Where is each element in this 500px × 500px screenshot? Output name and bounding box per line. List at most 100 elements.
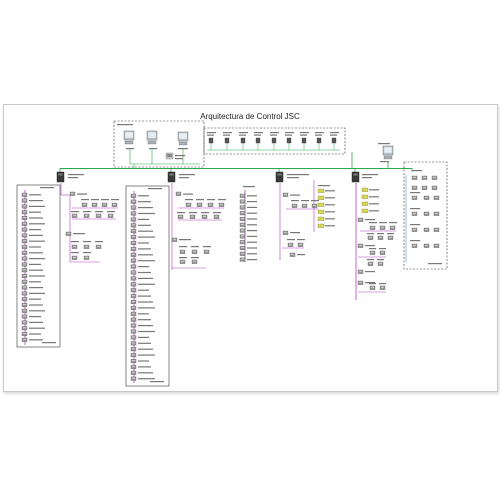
module-led-icon (241, 229, 244, 231)
module-led-icon (97, 245, 100, 247)
label-mark (81, 199, 89, 201)
io-module-icon (21, 320, 28, 325)
label-mark (247, 201, 257, 203)
label-mark (254, 134, 261, 136)
module-led-icon (241, 200, 244, 202)
label-mark (138, 201, 151, 203)
yellow-io-module-icon (361, 194, 369, 199)
module-led-icon (23, 327, 26, 329)
module-led-icon (23, 211, 26, 213)
module-led-icon (132, 342, 135, 344)
module-led-icon (132, 336, 135, 338)
label-mark (68, 177, 78, 179)
module-led-icon (289, 243, 292, 245)
module-led-icon (423, 186, 426, 188)
label-mark (138, 266, 149, 268)
module-led-icon (241, 212, 244, 214)
label-mark (379, 222, 387, 224)
label-mark (71, 241, 79, 243)
plc-rack-icon (56, 171, 65, 183)
label-mark (83, 241, 91, 243)
module-led-icon (132, 354, 135, 356)
module-led-icon (23, 240, 26, 242)
label-mark (138, 248, 151, 250)
module-led-icon (413, 212, 416, 214)
module-led-icon (241, 241, 244, 243)
module-led-icon (132, 271, 135, 273)
module-led-icon (241, 247, 244, 248)
label-mark (138, 301, 153, 303)
label-mark (379, 283, 386, 285)
label-mark (138, 319, 151, 321)
label-mark (29, 229, 41, 231)
io-module-icon (130, 364, 137, 369)
module-led-icon (132, 324, 135, 326)
label-mark (138, 254, 153, 256)
keyboard-icon (147, 140, 157, 145)
label-mark (138, 366, 151, 368)
module-led-icon (103, 203, 106, 205)
label-mark (191, 246, 199, 248)
module-led-icon (23, 205, 26, 207)
module-led-icon (83, 203, 86, 205)
dashed-enclosures (16, 120, 448, 387)
io-module-icon (130, 335, 137, 340)
label-mark (138, 212, 155, 215)
label-mark (218, 199, 226, 201)
module-led-icon (132, 218, 135, 220)
module-led-icon (203, 215, 206, 217)
module-led-icon (379, 236, 382, 238)
label-mark (247, 230, 257, 232)
module-led-icon (132, 365, 135, 367)
io-module-icon (239, 205, 246, 210)
label-mark (369, 222, 377, 224)
label-mark (138, 260, 155, 262)
module-led-icon (23, 234, 26, 236)
module-led-icon (359, 218, 362, 220)
label-mark (29, 298, 41, 300)
column-caption (42, 342, 56, 344)
label-mark (138, 242, 149, 244)
drive-module-icon (271, 137, 277, 144)
label-mark (95, 211, 103, 213)
yellow-io-module-icon (361, 208, 369, 213)
label-mark (29, 321, 43, 323)
label-mark (365, 219, 375, 221)
module-led-icon (132, 265, 135, 267)
module-led-icon (369, 262, 372, 264)
label-mark (287, 239, 295, 241)
module-led-icon (73, 214, 76, 216)
label-mark (29, 234, 43, 236)
label-mark (367, 233, 374, 235)
label-mark (29, 292, 45, 294)
module-led-icon (241, 258, 244, 260)
label-mark (330, 134, 337, 136)
label-mark (410, 208, 420, 210)
label-mark (367, 259, 374, 261)
module-led-icon (425, 196, 428, 198)
module-led-icon (132, 253, 135, 255)
label-mark (126, 148, 134, 150)
label-mark (239, 134, 246, 136)
module-led-icon (435, 196, 438, 198)
label-mark (291, 200, 299, 202)
plc-display-icon (277, 173, 282, 176)
module-led-icon (132, 306, 135, 308)
label-mark (369, 196, 379, 198)
yellow-io-module-icon (317, 202, 325, 207)
io-module-icon (21, 262, 28, 267)
label-mark (377, 259, 384, 261)
label-mark (300, 134, 307, 136)
label-mark (325, 190, 335, 192)
label-mark (311, 200, 319, 202)
label-mark (83, 252, 91, 254)
label-mark (29, 252, 43, 254)
module-led-icon (177, 192, 180, 194)
label-mark (29, 281, 41, 283)
plc-rack-icon (351, 171, 360, 183)
label-mark (254, 132, 263, 134)
label-mark (247, 212, 257, 214)
label-mark (178, 148, 188, 150)
device-icons (21, 130, 440, 381)
module-led-icon (23, 269, 26, 271)
